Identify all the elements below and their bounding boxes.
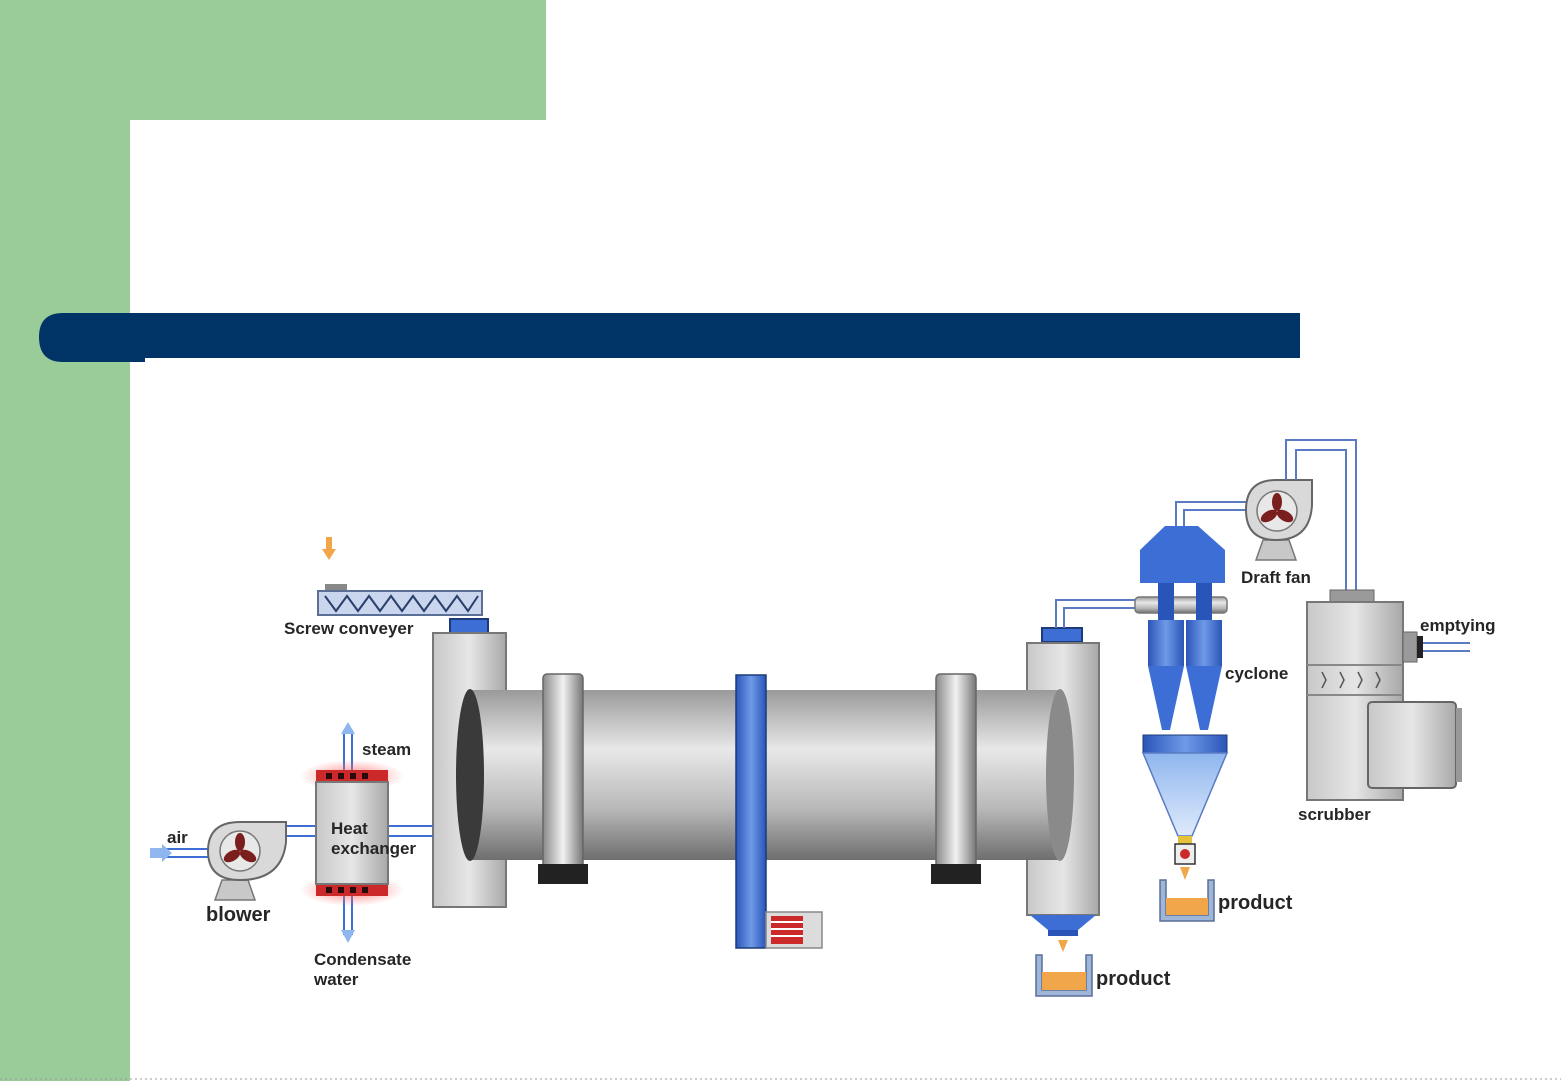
heat-exchanger-label-line1: Heat xyxy=(331,819,368,838)
condensate-label-line1: Condensate xyxy=(314,950,411,969)
bottom-product-arrow xyxy=(1058,940,1068,952)
screw-conveyer xyxy=(318,584,482,615)
cyclone-product-label: product xyxy=(1218,892,1293,914)
riding-ring-left xyxy=(538,674,588,884)
cyclone-product-tray xyxy=(1160,880,1214,921)
draft-fan-label: Draft fan xyxy=(1241,568,1311,587)
condensate-outlet-arrow xyxy=(341,930,355,943)
bottom-product-tray xyxy=(1036,955,1092,996)
exhaust-duct-to-draft-fan xyxy=(1176,502,1255,526)
steam-inlet-arrow xyxy=(341,722,355,734)
steam-label: steam xyxy=(362,740,411,759)
exhaust-duct-to-cyclone xyxy=(1056,600,1135,628)
air-label: air xyxy=(167,828,188,847)
heat-exchanger-label-line2: exchanger xyxy=(331,839,416,858)
condensate-label-line2: water xyxy=(313,970,359,989)
cyclone-product-arrow xyxy=(1180,867,1190,880)
feed-arrow xyxy=(322,537,336,560)
drive-motor xyxy=(766,912,822,948)
draft-fan-icon xyxy=(1246,480,1312,560)
outlet-nozzle xyxy=(1042,628,1082,642)
blower-fan-icon xyxy=(208,822,286,900)
cyclone xyxy=(1140,526,1227,864)
bottom-product-label: product xyxy=(1096,968,1171,990)
screw-conveyer-label: Screw conveyer xyxy=(284,619,414,638)
drive-gear-band xyxy=(736,675,766,948)
blower-label: blower xyxy=(206,904,271,926)
scrubber-label: scrubber xyxy=(1298,805,1371,824)
riding-ring-right xyxy=(931,674,981,884)
inlet-nozzle xyxy=(450,619,488,633)
outlet-hopper xyxy=(1030,915,1096,930)
cyclone-inlet-manifold xyxy=(1135,597,1227,613)
cyclone-label: cyclone xyxy=(1225,664,1288,683)
emptying-pipes xyxy=(1423,643,1470,651)
emptying-label: emptying xyxy=(1420,616,1496,635)
